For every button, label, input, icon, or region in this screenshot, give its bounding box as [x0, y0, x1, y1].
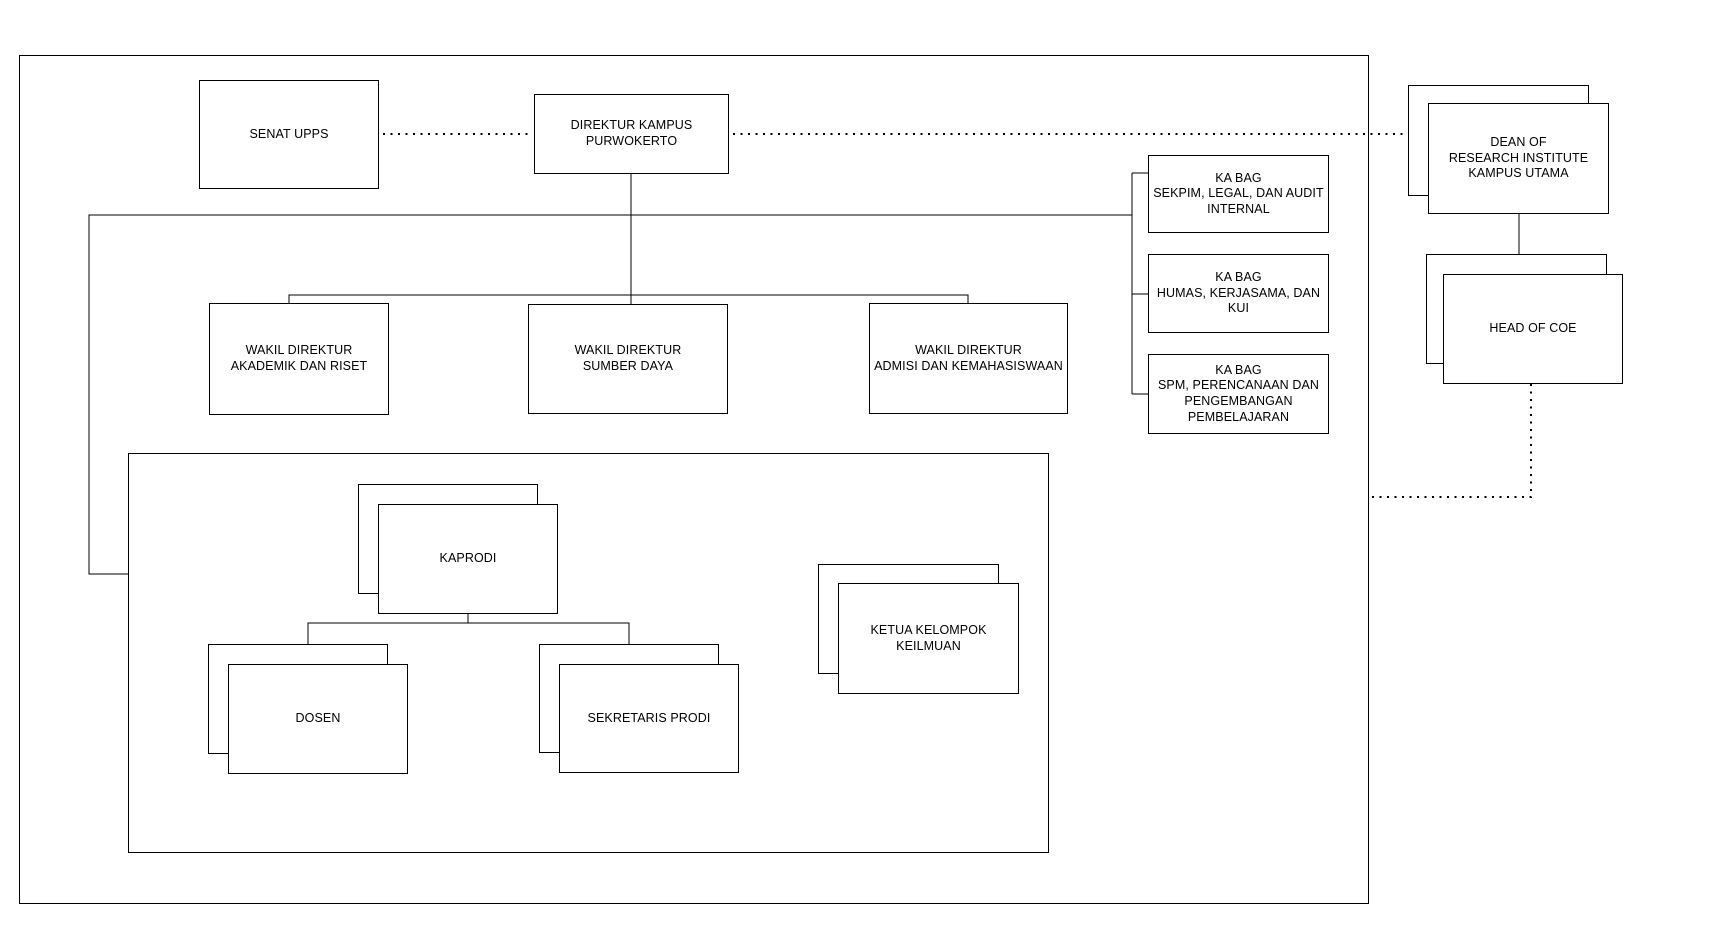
node-senat-upps-label: SENAT UPPS [249, 126, 329, 141]
node-direktur-label: DIREKTUR KAMPUS PURWOKERTO [570, 118, 693, 148]
node-wadir-admisi-label: WAKIL DIREKTUR ADMISI DAN KEMAHASISWAAN [874, 342, 1063, 373]
connector-headcoe-container-dotted [1369, 384, 1532, 498]
node-wadir-akademik-label: WAKIL DIREKTUR AKADEMIK DAN RISET [230, 343, 368, 373]
node-wadir-sumber-daya: WAKIL DIREKTUR SUMBER DAYA [528, 304, 728, 414]
node-kabag-spm-perencanaan: KA BAG SPM, PERENCANAAN DAN PENGEMBANGAN… [1148, 354, 1329, 434]
node-kaprodi-label: KAPRODI [439, 551, 497, 566]
node-ketua-kelompok-keilmuan: KETUA KELOMPOK KEILMUAN [838, 583, 1019, 694]
node-kabag-spm-label: KA BAG SPM, PERENCANAAN DAN PENGEMBANGAN… [1157, 362, 1320, 424]
node-head-of-coe-label: HEAD OF COE [1489, 321, 1577, 336]
node-kabag-sekpim-label: KA BAG SEKPIM, LEGAL, DAN AUDIT INTERNAL [1153, 170, 1324, 216]
node-wadir-admisi-kemahasiswaan: WAKIL DIREKTUR ADMISI DAN KEMAHASISWAAN [869, 303, 1068, 414]
connector-prodi-children-bracket [307, 622, 630, 644]
node-dean-research-institute: DEAN OF RESEARCH INSTITUTE KAMPUS UTAMA [1428, 103, 1609, 214]
node-sekretaris-prodi-label: SEKRETARIS PRODI [587, 710, 711, 725]
node-direktur-kampus-purwokerto: DIREKTUR KAMPUS PURWOKERTO [534, 94, 729, 174]
node-wadir-akademik-riset: WAKIL DIREKTUR AKADEMIK DAN RISET [209, 303, 389, 415]
node-sekretaris-prodi: SEKRETARIS PRODI [559, 664, 739, 773]
node-dosen-label: DOSEN [295, 711, 341, 726]
node-ketua-kelompok-label: KETUA KELOMPOK KEILMUAN [870, 622, 987, 653]
node-kabag-humas-kerjasama-kui: KA BAG HUMAS, KERJASAMA, DAN KUI [1148, 254, 1329, 333]
node-wadir-sumber-label: WAKIL DIREKTUR SUMBER DAYA [574, 343, 682, 373]
connector-wakil-bracket [288, 294, 969, 303]
node-kaprodi: KAPRODI [378, 504, 558, 614]
node-dean-research-label: DEAN OF RESEARCH INSTITUTE KAMPUS UTAMA [1448, 135, 1589, 181]
node-kabag-humas-label: KA BAG HUMAS, KERJASAMA, DAN KUI [1156, 270, 1321, 316]
node-kabag-sekpim-legal-audit: KA BAG SEKPIM, LEGAL, DAN AUDIT INTERNAL [1148, 155, 1329, 233]
node-head-of-coe: HEAD OF COE [1443, 274, 1623, 384]
node-dosen: DOSEN [228, 664, 408, 774]
connector-feeder-left-bracket [88, 214, 1132, 575]
prodi-group-container [128, 453, 1049, 853]
outer-group-container [19, 55, 1369, 904]
node-senat-upps: SENAT UPPS [199, 80, 379, 189]
